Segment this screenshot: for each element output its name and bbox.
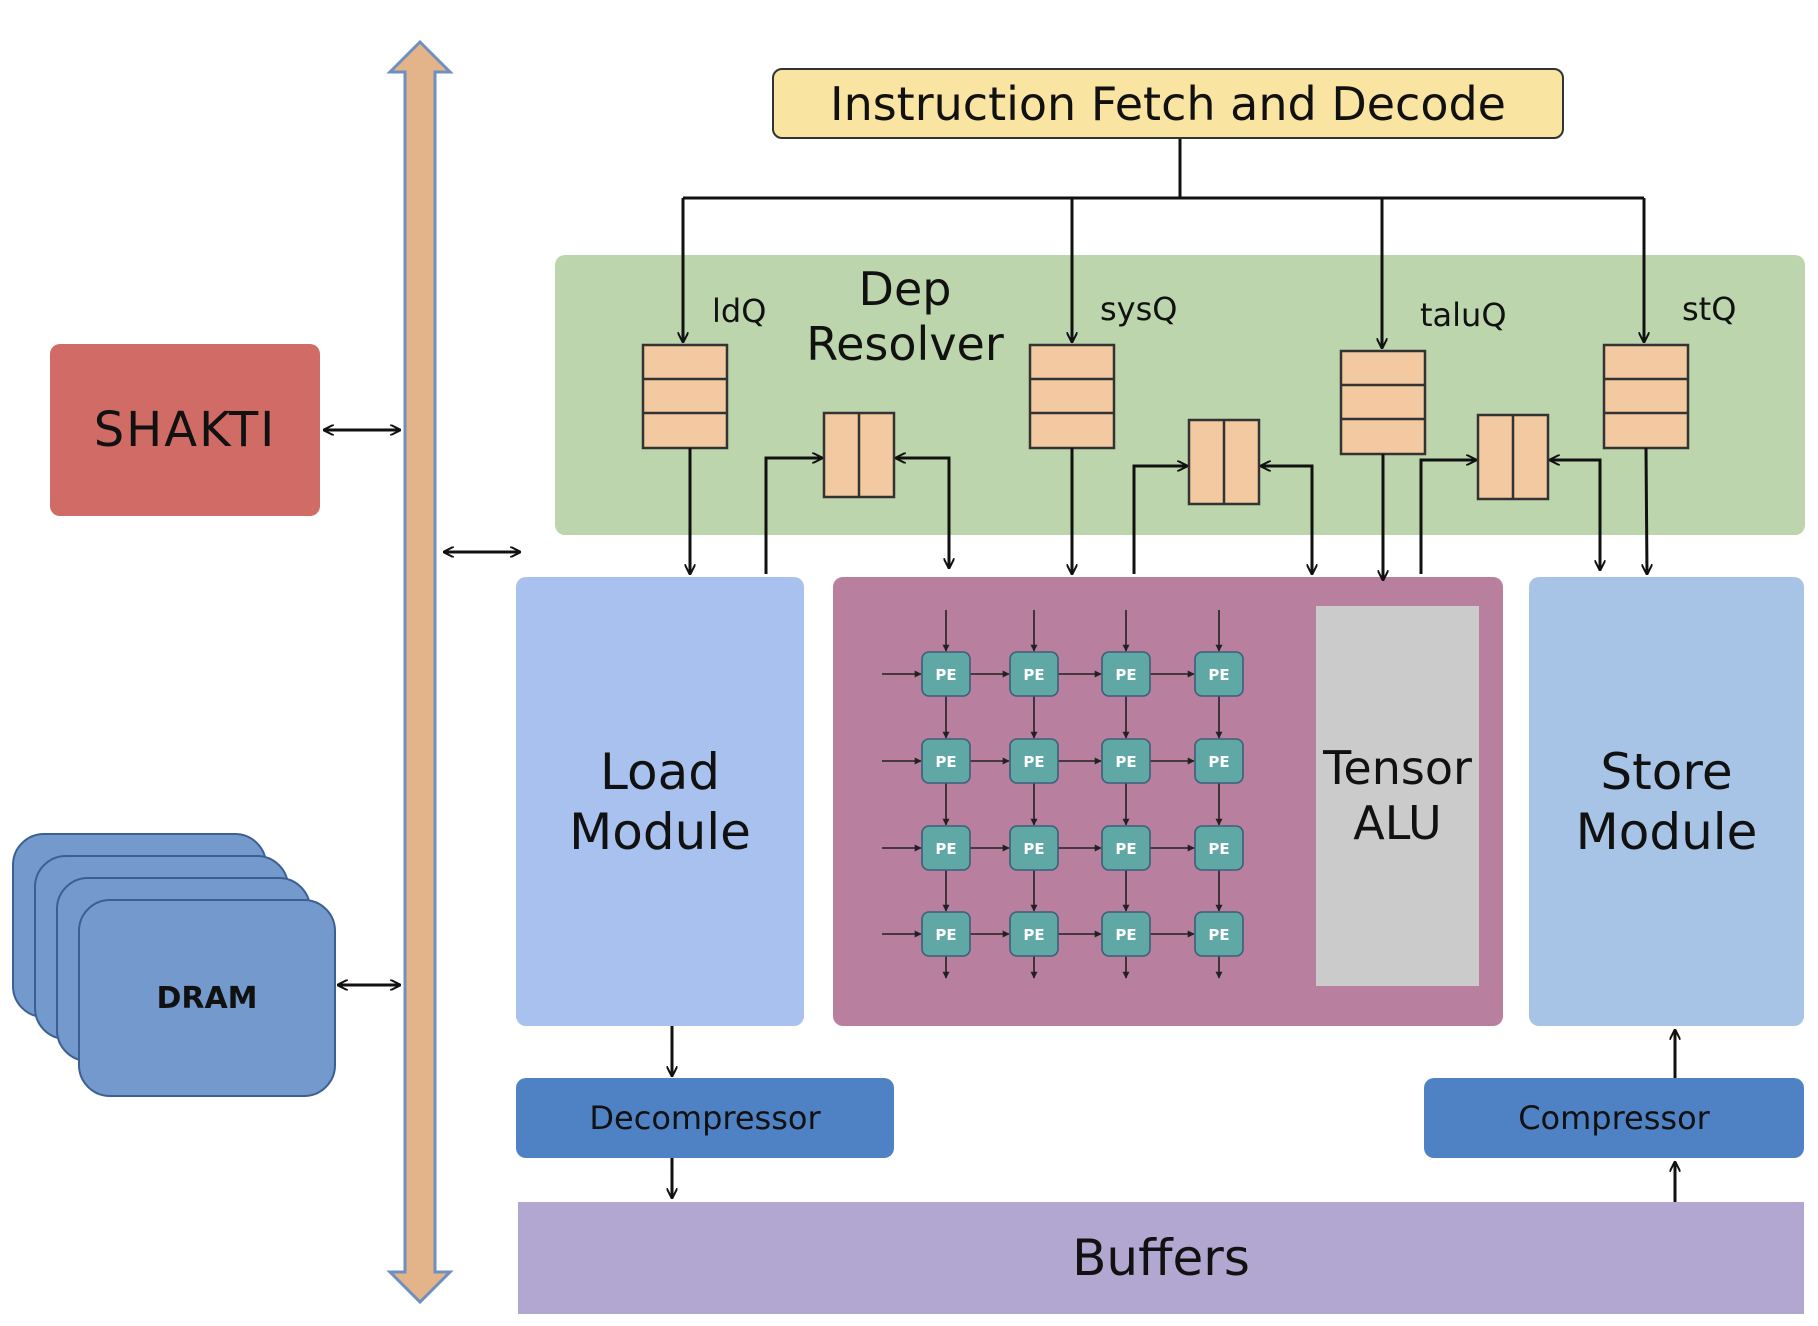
sysq-queue	[1028, 343, 1116, 450]
store-module-line1: Store	[1600, 742, 1733, 801]
sysq-label: sysQ	[1100, 290, 1178, 328]
load-module-block: Load Module	[516, 577, 804, 1026]
ldq-queue	[641, 343, 729, 450]
pe-cell-label: PE	[1208, 840, 1229, 858]
buffers-label: Buffers	[1072, 1229, 1250, 1287]
dep-token-queue-3	[1476, 413, 1550, 501]
stq-queue	[1602, 343, 1690, 450]
taluq-queue	[1339, 349, 1427, 456]
pe-cell-label: PE	[1115, 666, 1136, 684]
pe-cell-box	[1194, 651, 1244, 697]
pe-cell-box	[1101, 651, 1151, 697]
pe-cell-r4-c2: PE	[1009, 911, 1059, 957]
dep-resolver-line1: Dep	[858, 262, 952, 316]
store-module-line2: Module	[1575, 802, 1758, 861]
pe-cell-label: PE	[1208, 753, 1229, 771]
pe-cell-label: PE	[935, 840, 956, 858]
pe-cell-r1-c2: PE	[1009, 651, 1059, 697]
instruction-dispatch-lines	[683, 139, 1644, 348]
pe-cell-label: PE	[935, 926, 956, 944]
compressor-block: Compressor	[1424, 1078, 1804, 1158]
pe-cell-r2-c2: PE	[1009, 738, 1059, 784]
store-module-block: Store Module	[1529, 577, 1804, 1026]
load-module-line2: Module	[569, 802, 751, 861]
pe-cell-r1-c3: PE	[1101, 651, 1151, 697]
pe-cell-box	[921, 651, 971, 697]
dep-token-queue-1	[822, 411, 896, 499]
decompressor-block: Decompressor	[516, 1078, 894, 1158]
decompressor-label: Decompressor	[589, 1099, 821, 1137]
dependency-arrows	[690, 447, 1647, 580]
compressor-label: Compressor	[1518, 1099, 1710, 1137]
instruction-fetch-decode-label: Instruction Fetch and Decode	[830, 76, 1506, 131]
pe-cell-box	[1009, 738, 1059, 784]
pe-cell-box	[921, 911, 971, 957]
pe-cell-label: PE	[1208, 666, 1229, 684]
pe-cell-label: PE	[935, 666, 956, 684]
pe-cell-box	[1009, 825, 1059, 871]
pe-cell-label: PE	[1023, 753, 1044, 771]
shakti-block: SHAKTI	[50, 344, 320, 516]
pe-cell-r2-c3: PE	[1101, 738, 1151, 784]
pe-cell-label: PE	[1023, 840, 1044, 858]
datapath-arrows	[672, 1026, 1675, 1202]
pe-cell-label: PE	[935, 753, 956, 771]
pe-cell-box	[921, 825, 971, 871]
dram-card-front: DRAM	[78, 899, 336, 1097]
load-module-line1: Load	[600, 742, 720, 801]
pe-cell-box	[1009, 911, 1059, 957]
tensor-alu-line1: Tensor	[1323, 740, 1472, 795]
taluq-label: taluQ	[1420, 296, 1507, 334]
pe-cell-label: PE	[1115, 840, 1136, 858]
pe-cell-r4-c4: PE	[1194, 911, 1244, 957]
dep-resolver-line2: Resolver	[806, 317, 1004, 372]
pe-cell-box	[1101, 825, 1151, 871]
pe-cell-label: PE	[1023, 666, 1044, 684]
tensor-alu-line2: ALU	[1353, 796, 1442, 850]
pe-cell-label: PE	[1115, 753, 1136, 771]
pe-cell-label: PE	[1115, 926, 1136, 944]
pe-cell-box	[1101, 738, 1151, 784]
pe-systolic-array: PE PE PE PE PE PE PE PE PE PE PE PE PE PE PE PE	[882, 610, 1244, 979]
pe-cell-box	[921, 738, 971, 784]
pe-cell-r4-c1: PE	[921, 911, 971, 957]
dep-token-queue-2	[1187, 418, 1261, 506]
shakti-label: SHAKTI	[93, 402, 277, 458]
pe-cell-box	[1101, 911, 1151, 957]
pe-cell-r3-c2: PE	[1009, 825, 1059, 871]
pe-cell-r2-c4: PE	[1194, 738, 1244, 784]
pe-cell-label: PE	[1023, 926, 1044, 944]
pe-cell-box	[1194, 825, 1244, 871]
instruction-fetch-decode-block: Instruction Fetch and Decode	[772, 68, 1564, 139]
pe-cell-r4-c3: PE	[1101, 911, 1151, 957]
pe-cell-r3-c3: PE	[1101, 825, 1151, 871]
ldq-label: ldQ	[712, 292, 767, 330]
pe-cell-r2-c1: PE	[921, 738, 971, 784]
pe-cell-box	[1009, 651, 1059, 697]
pe-cell-box	[1194, 911, 1244, 957]
pe-cell-r3-c1: PE	[921, 825, 971, 871]
system-bus-arrow	[386, 39, 454, 1305]
pe-cell-label: PE	[1208, 926, 1229, 944]
buffers-block: Buffers	[518, 1202, 1804, 1314]
tensor-alu-block: Tensor ALU	[1316, 606, 1479, 986]
stq-label: stQ	[1682, 290, 1737, 328]
pe-cell-box	[1194, 738, 1244, 784]
pe-cell-r3-c4: PE	[1194, 825, 1244, 871]
pe-cell-r1-c4: PE	[1194, 651, 1244, 697]
dep-resolver-label: Dep Resolver	[785, 262, 1025, 372]
pe-cell-r1-c1: PE	[921, 651, 971, 697]
dram-label: DRAM	[156, 980, 258, 1016]
